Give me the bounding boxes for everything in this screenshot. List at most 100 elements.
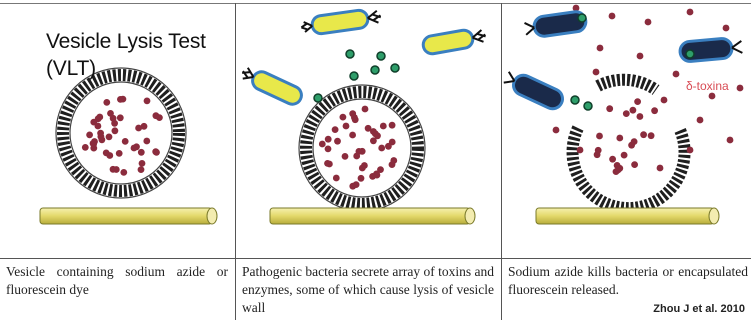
dye-particle [319,141,326,148]
dye-particle [342,153,349,160]
dye-particle [120,169,127,176]
dye-particle [630,107,637,114]
dye-particle [82,144,89,151]
dye-particle [98,133,105,140]
dye-particle [96,114,103,121]
dye-particle [353,181,360,188]
dye-particle [143,138,150,145]
panel-1 [40,68,217,224]
dye-particle [631,138,638,145]
dye-particle [122,138,129,145]
dye-particle [106,134,113,141]
panel-3 [502,5,743,224]
dye-particle [640,131,647,138]
ruptured-vesicle-membrane [573,128,685,208]
dye-particle [340,114,347,121]
killed-bacterium [524,10,587,38]
dye-particle [138,149,145,156]
dye-particle [86,132,93,139]
dye-particle [389,122,396,129]
dye-particles [319,106,397,190]
dye-particle [117,114,124,121]
caption-panel-1: Vesicle containing sodium azide or fluor… [6,263,228,320]
dye-particle [637,113,644,120]
dye-particle [687,9,694,16]
dye-particle [385,143,392,150]
dye-particle [657,165,664,172]
dye-particle [615,167,622,174]
dye-particle [95,123,102,130]
dye-particle [723,25,730,32]
dye-particle [623,110,630,117]
dye-particle [593,69,600,76]
dye-particle [107,110,114,117]
dye-particle [606,105,613,112]
dye-particle [103,99,110,106]
dye-particle [594,151,601,158]
dye-particle [737,85,744,92]
panel-2 [239,7,487,224]
dye-particle [362,106,369,113]
dye-particle [577,147,584,154]
dye-particle [609,156,616,163]
citation: Zhou J et al. 2010 [653,303,745,315]
dye-particle [709,93,716,100]
dye-particle [687,147,694,154]
dye-particle [352,116,359,123]
dye-particle [358,175,365,182]
dye-particle [343,123,350,130]
dye-particle [332,126,339,133]
caption-divider [0,258,751,259]
dye-particle [597,45,604,52]
caption-panel-2: Pathogenic bacteria secrete array of tox… [242,263,494,320]
dye-particle [116,150,123,157]
dye-particle [131,145,138,152]
dye-particle [325,146,332,153]
dye-particles [82,96,163,176]
dye-particle [673,71,680,78]
killed-bacterium [502,68,566,112]
dye-particle [553,127,560,134]
dye-particle [621,152,628,159]
dye-particle [727,137,734,144]
dye-particle [609,13,616,20]
support-rod [270,208,475,224]
dye-particle [138,166,145,173]
dye-particle [353,153,360,160]
dye-particle [616,135,623,142]
dye-particle [390,157,397,164]
bacterium [300,7,382,36]
dye-particle [113,166,120,173]
dye-particle [634,98,641,105]
support-rod [40,208,217,224]
dye-particle [117,96,124,103]
dye-particle [141,123,148,130]
dye-particle [648,132,655,139]
dye-particle [374,132,381,139]
dye-particle [661,97,668,104]
dye-particle [697,117,704,124]
dye-particle [369,173,376,180]
toxin-particles [571,14,694,110]
toxin-label: δ-toxina [686,79,729,93]
dye-particle [112,127,119,134]
support-rod [536,208,719,224]
dye-particle [333,175,340,182]
dye-particle [596,133,603,140]
dye-particle [651,107,658,114]
dye-particle [153,149,160,156]
bacterium [422,27,487,56]
dye-particle [326,161,333,168]
dye-particle [334,138,341,145]
dye-particle [153,112,160,119]
dye-particle [139,160,146,167]
ruptured-vesicle-top [598,80,656,90]
dye-particle [349,132,356,139]
dye-particle [91,138,98,145]
dye-particle [645,19,652,26]
dye-particle [637,53,644,60]
dye-particle [378,145,385,152]
figure-title: Vesicle Lysis Test (VLT) [46,28,246,82]
bacterium [239,64,305,107]
